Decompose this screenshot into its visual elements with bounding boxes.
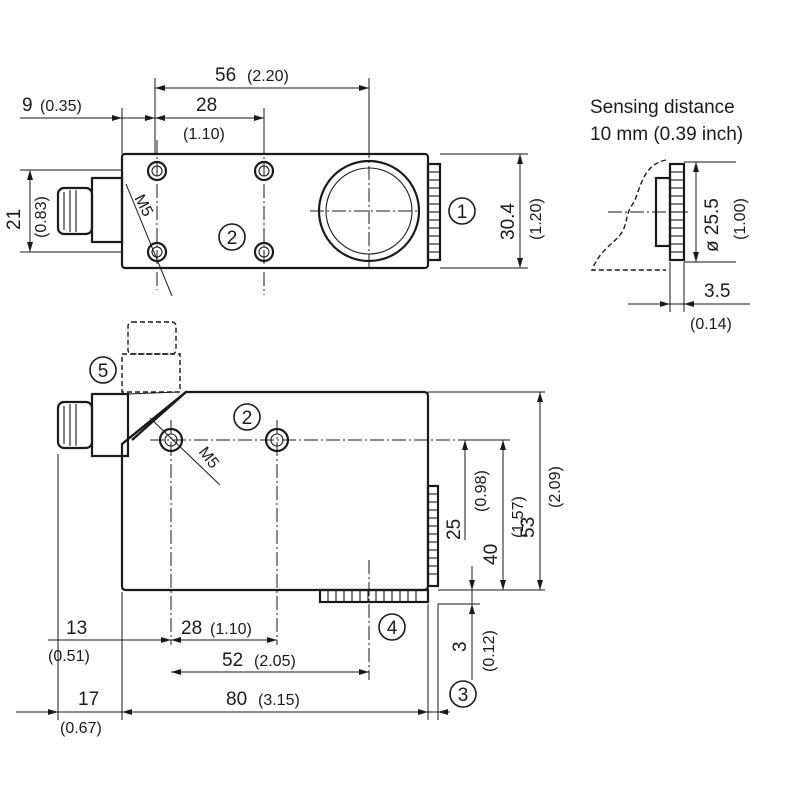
dim-25-value: 25 xyxy=(444,519,465,540)
front-view-knurl-bottom xyxy=(318,588,430,604)
sensing-depth-value: 3.5 xyxy=(704,281,730,302)
front-view-body xyxy=(120,390,430,592)
dim-25-inch: (0.98) xyxy=(473,470,490,512)
dim-53-inch: (2.09) xyxy=(547,466,564,508)
dim-80-value: 80 xyxy=(226,689,247,710)
dim-52-value: 52 xyxy=(222,650,243,671)
front-view: M5 5 2 4 3 25 (0.98) 40 (1.57) 53 (2.09) xyxy=(16,321,564,737)
callout-1: 1 xyxy=(457,202,468,223)
dim-56-inch: (2.20) xyxy=(247,68,289,85)
dim-3-inch: (0.12) xyxy=(481,630,498,672)
dim-80-inch: (3.15) xyxy=(258,692,300,709)
callout-2-top: 2 xyxy=(227,228,238,249)
top-view-connector xyxy=(56,176,124,244)
dim-28-front-value: 28 xyxy=(181,618,202,639)
sensing-view: Sensing distance 10 mm (0.39 inch) ø 25.… xyxy=(590,97,750,333)
top-view-knurl xyxy=(426,162,442,262)
mounting-holes-front xyxy=(150,420,470,680)
callout-2-front: 2 xyxy=(242,408,253,429)
thread-label-front: M5 xyxy=(195,444,222,472)
front-view-connector xyxy=(56,391,179,458)
front-view-connector-alt xyxy=(121,321,181,393)
dim-13-value: 13 xyxy=(66,618,87,639)
dim-28-top-value: 28 xyxy=(196,95,217,116)
sensing-title-line2: 10 mm (0.39 inch) xyxy=(590,124,743,145)
dim-9-inch: (0.35) xyxy=(40,98,82,115)
dim-53-value: 53 xyxy=(518,517,539,538)
dim-17-inch: (0.67) xyxy=(60,720,102,737)
callout-5: 5 xyxy=(98,361,109,382)
dim-28-front-inch: (1.10) xyxy=(210,621,252,638)
dim-30-4-value: 30.4 xyxy=(498,203,519,240)
callout-3: 3 xyxy=(458,685,469,706)
sensing-diameter-value: ø 25.5 xyxy=(702,198,723,252)
top-view: M5 1 2 56 (2.20) 28 (1.10) 9 (0.35) xyxy=(4,65,545,297)
dim-21-value: 21 xyxy=(4,209,25,230)
dim-52-inch: (2.05) xyxy=(254,653,296,670)
sensing-housing-outline xyxy=(590,159,667,271)
dim-3-value: 3 xyxy=(450,641,471,652)
dim-13-inch: (0.51) xyxy=(48,648,90,665)
sensing-title-line1: Sensing distance xyxy=(590,97,735,118)
sensing-depth-inch: (0.14) xyxy=(690,316,732,333)
front-view-knurl xyxy=(426,484,440,588)
dim-56-value: 56 xyxy=(215,65,236,86)
dim-28-top-inch: (1.10) xyxy=(183,126,225,143)
mounting-holes-top xyxy=(146,140,275,295)
callout-4: 4 xyxy=(387,618,398,639)
dim-17-value: 17 xyxy=(78,689,99,710)
dim-9-value: 9 xyxy=(22,95,33,116)
dim-40-value: 40 xyxy=(481,544,502,565)
dim-30-4-inch: (1.20) xyxy=(528,198,545,240)
sensing-diameter-inch: (1.00) xyxy=(732,198,749,240)
thread-label-top: M5 xyxy=(130,192,155,220)
dim-40-inch: (1.57) xyxy=(510,496,527,538)
dim-21-inch: (0.83) xyxy=(33,196,50,238)
